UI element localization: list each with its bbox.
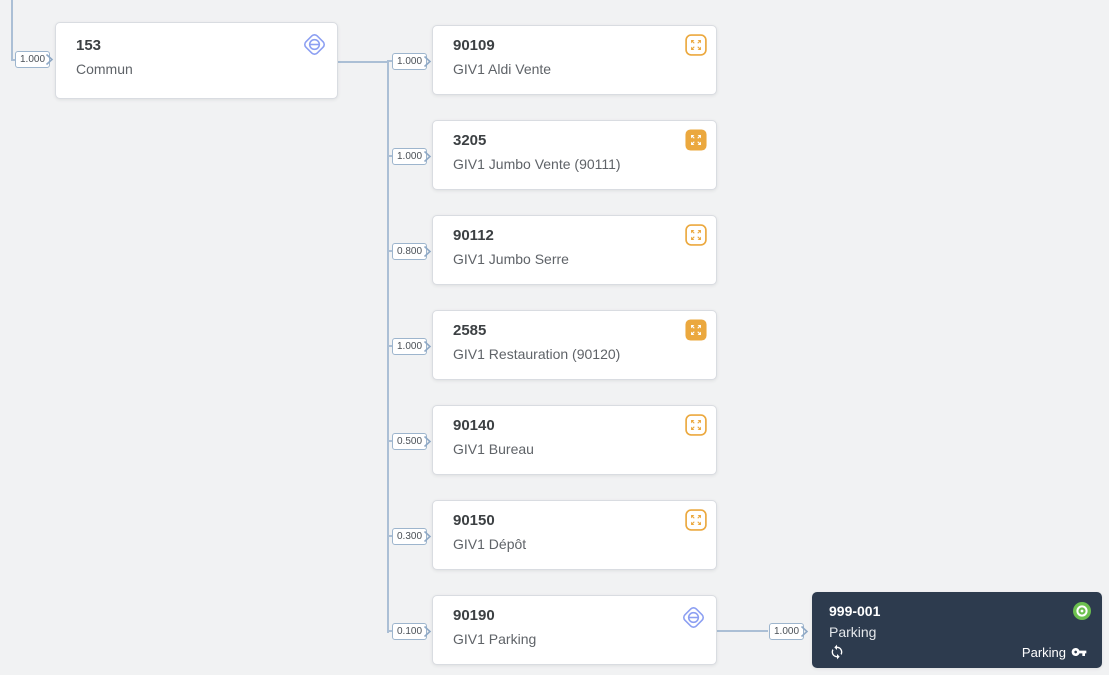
submeter-expand-outline-icon[interactable] — [685, 414, 707, 436]
weight-badge[interactable]: 0.100 — [392, 623, 428, 640]
node-id: 90140 — [453, 417, 495, 434]
arrow-icon — [423, 435, 432, 448]
connector-line — [387, 345, 394, 347]
connector-line — [387, 250, 394, 252]
meter-node-2585[interactable]: 2585 GIV1 Restauration (90120) — [432, 310, 717, 380]
node-name: GIV1 Restauration (90120) — [453, 346, 621, 362]
meter-node-153[interactable]: 153 Commun — [55, 22, 338, 99]
submeter-expand-outline-icon[interactable] — [685, 509, 707, 531]
virtual-meter-diamond-icon — [680, 604, 707, 631]
node-name: GIV1 Jumbo Serre — [453, 251, 569, 267]
connector-line — [387, 155, 394, 157]
weight-badge[interactable]: 0.800 — [392, 243, 428, 260]
arrow-icon — [423, 150, 432, 163]
weight-badge[interactable]: 1.000 — [769, 623, 805, 640]
weight-badge[interactable]: 1.000 — [392, 148, 428, 165]
weight-badge[interactable]: 0.300 — [392, 528, 428, 545]
arrow-icon — [423, 245, 432, 258]
meter-node-90150[interactable]: 90150 GIV1 Dépôt — [432, 500, 717, 570]
node-id: 90112 — [453, 227, 494, 244]
weight-badge-root[interactable]: 1.000 — [15, 51, 51, 68]
meter-node-999-001[interactable]: 999-001 Parking Parking — [812, 592, 1102, 668]
node-name: GIV1 Dépôt — [453, 536, 527, 552]
node-name: GIV1 Parking — [453, 631, 537, 647]
connector-line — [387, 630, 394, 632]
arrow-icon — [800, 625, 809, 638]
meter-node-90190[interactable]: 90190 GIV1 Parking — [432, 595, 717, 665]
connector-line — [387, 535, 394, 537]
arrow-icon — [423, 625, 432, 638]
arrow-icon — [423, 55, 432, 68]
virtual-meter-diamond-icon — [301, 31, 328, 58]
node-id: 90109 — [453, 37, 495, 54]
node-name: Commun — [76, 61, 133, 77]
connector-line — [387, 60, 394, 62]
meter-node-90140[interactable]: 90140 GIV1 Bureau — [432, 405, 717, 475]
node-id: 999-001 — [829, 603, 881, 619]
leaf-footer-label: Parking — [1021, 644, 1066, 660]
node-id: 2585 — [453, 322, 487, 339]
submeter-expand-outline-icon[interactable] — [685, 34, 707, 56]
meter-node-3205[interactable]: 3205 GIV1 Jumbo Vente (90111) — [432, 120, 717, 190]
submeter-expand-filled-icon[interactable] — [685, 319, 707, 341]
node-name: GIV1 Aldi Vente — [453, 61, 552, 77]
submeter-expand-outline-icon[interactable] — [685, 224, 707, 246]
node-id: 90150 — [453, 512, 495, 529]
node-id: 153 — [76, 37, 102, 54]
weight-badge[interactable]: 0.500 — [392, 433, 428, 450]
sync-icon — [829, 644, 845, 660]
node-name: Parking — [829, 624, 877, 640]
node-id: 3205 — [453, 132, 487, 149]
leaf-footer: Parking — [829, 644, 1087, 660]
meter-node-90109[interactable]: 90109 GIV1 Aldi Vente — [432, 25, 717, 95]
weight-badge[interactable]: 1.000 — [392, 338, 428, 355]
node-id: 90190 — [453, 607, 495, 624]
node-name: GIV1 Bureau — [453, 441, 534, 457]
arrow-icon — [423, 340, 432, 353]
status-active-target-icon — [1072, 601, 1092, 621]
node-name: GIV1 Jumbo Vente (90111) — [453, 156, 621, 172]
arrow-icon — [423, 530, 432, 543]
submeter-expand-filled-icon[interactable] — [685, 129, 707, 151]
connector-line — [11, 59, 17, 61]
connector-line — [338, 61, 389, 63]
arrow-icon — [45, 53, 54, 66]
weight-badge[interactable]: 1.000 — [392, 53, 428, 70]
connector-line — [387, 440, 394, 442]
key-icon — [1071, 644, 1087, 660]
meter-node-90112[interactable]: 90112 GIV1 Jumbo Serre — [432, 215, 717, 285]
connector-line — [716, 630, 768, 632]
connector-trunk — [387, 61, 389, 633]
connector-line — [11, 0, 13, 60]
